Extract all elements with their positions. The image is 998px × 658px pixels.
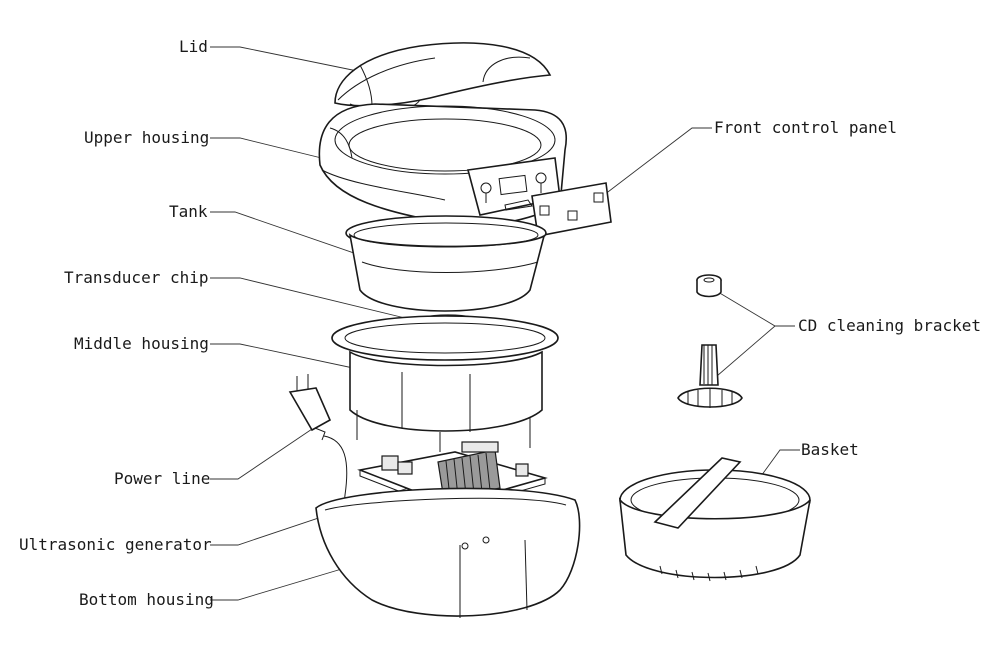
leader-lines [210, 46, 800, 601]
label-basket: Basket [801, 440, 859, 459]
label-cd-cleaning-bracket: CD cleaning bracket [798, 316, 982, 335]
upper-housing-part [318, 103, 612, 237]
label-power-line: Power line [114, 469, 211, 488]
label-tank: Tank [169, 202, 208, 221]
ultrasonic-generator-part [357, 441, 548, 512]
label-ultrasonic-generator: Ultrasonic generator [19, 535, 212, 554]
bottom-housing-part [315, 487, 581, 618]
basket-part [618, 457, 811, 582]
label-middle-housing: Middle housing [74, 334, 209, 353]
label-front-control-panel: Front control panel [714, 118, 898, 137]
middle-housing-part [331, 315, 559, 452]
label-upper-housing: Upper housing [84, 128, 210, 147]
lid-part [334, 42, 552, 112]
tank-part [345, 215, 547, 312]
label-transducer-chip: Transducer chip [64, 268, 209, 287]
label-lid: Lid [179, 37, 208, 56]
label-bottom-housing: Bottom housing [79, 590, 214, 609]
cd-cleaning-bracket-part [677, 274, 743, 408]
